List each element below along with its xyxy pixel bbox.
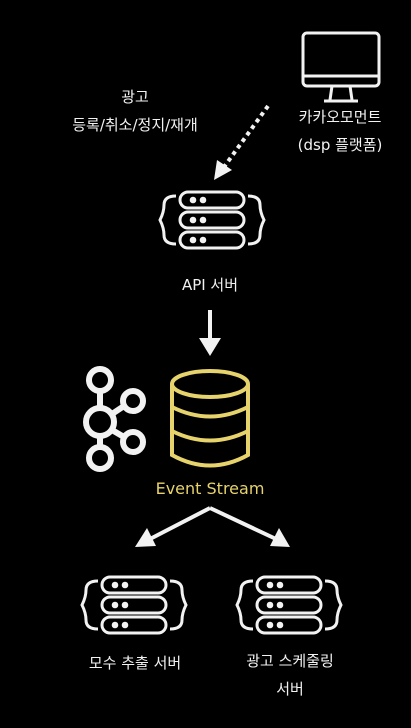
scheduling-server-label-title: 광고 스케줄링 xyxy=(246,652,334,670)
dsp-label-name: 카카오모먼트 xyxy=(298,108,382,126)
stream-to-servers-arrows xyxy=(149,506,277,541)
arrowhead-right xyxy=(270,528,290,547)
server-icon-right xyxy=(235,575,343,635)
database-icon xyxy=(170,369,250,468)
event-stream-label: Event Stream xyxy=(155,479,265,498)
api-server-label: API 서버 xyxy=(181,276,239,294)
kafka-icon xyxy=(83,366,146,472)
ad-ops-label-actions: 등록/취소/정지/재개 xyxy=(72,116,198,134)
monitor-icon xyxy=(301,31,381,103)
server-icon xyxy=(158,190,266,250)
ad-ops-label-title: 광고 xyxy=(121,88,149,106)
aggregation-server-label: 모수 추출 서버 xyxy=(88,654,182,672)
server-icon-left xyxy=(80,575,188,635)
dsp-label-sub: (dsp 플랫폼) xyxy=(297,136,383,154)
arrowhead-left xyxy=(135,528,156,547)
api-to-stream-arrow xyxy=(199,310,221,356)
scheduling-server-label-sub: 서버 xyxy=(276,680,304,698)
dsp-to-api-arrow xyxy=(214,104,270,180)
